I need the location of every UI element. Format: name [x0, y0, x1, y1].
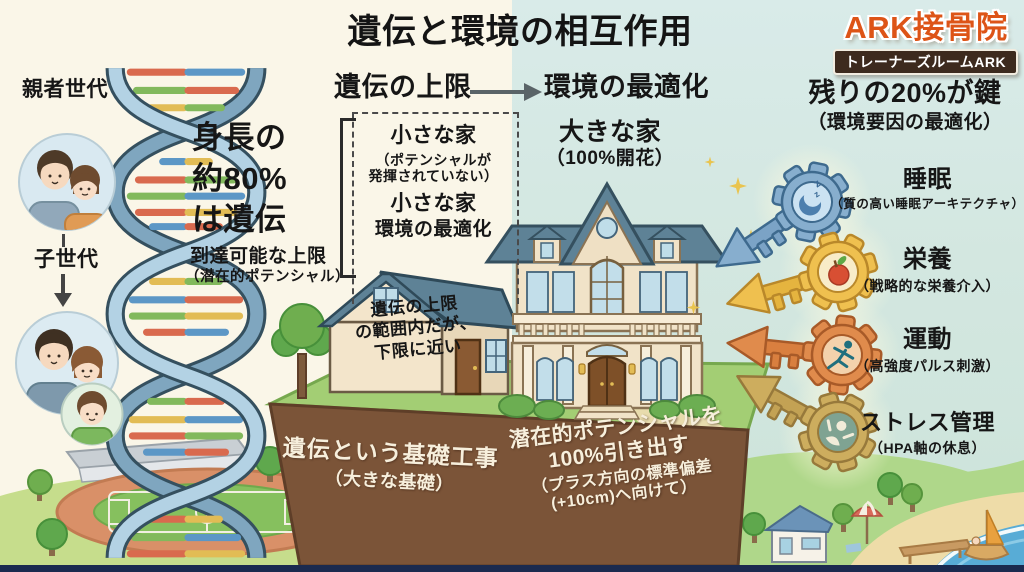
exercise-label: 運動 — [903, 326, 952, 353]
small-house-label-2: 小さな家 — [390, 191, 477, 215]
heredity-line-1: 身長の — [192, 120, 287, 155]
beach-trees-icon — [742, 472, 923, 543]
flow-right-label: 環境の最適化 — [544, 72, 709, 102]
sparkle-icon — [686, 300, 701, 315]
stress-label: ストレス管理 — [859, 410, 995, 435]
parents-photo-icon — [18, 133, 116, 231]
runner-figure — [827, 340, 855, 370]
generation-connector — [62, 234, 65, 247]
big-house-sub: （100%開花） — [545, 148, 675, 169]
small-house-note-2: 発揮されていない） — [368, 168, 499, 185]
environment-optimize-label: 環境の最適化 — [374, 218, 492, 240]
beach-icon — [740, 460, 1024, 568]
dna-helix-icon — [105, 67, 267, 559]
heredity-line-2: 約80% — [192, 160, 288, 196]
balcony-balusters — [518, 323, 696, 338]
range-bracket — [340, 118, 356, 278]
parent-generation-label: 親者世代 — [22, 78, 108, 101]
heredity-headline: 身長の 約80% は遺伝 — [192, 118, 287, 241]
bottom-bar — [0, 565, 1024, 572]
reachable-limit-label: 到達可能な上限 — [190, 246, 327, 267]
dashed-box-text: 小さな家 （ポテンシャルが 発揮されていない） 小さな家 環境の最適化 — [352, 124, 515, 241]
small-house-note-1: （ポテンシャルが — [375, 151, 492, 168]
down-arrow-icon — [54, 274, 72, 307]
sleep-sub: （質の高い睡眠アーキテクチャ） — [830, 197, 1024, 211]
runner-gear-key-icon — [726, 314, 883, 396]
apple-gear-key-icon — [726, 231, 879, 314]
big-house-label: 大きな家 — [558, 118, 661, 146]
genetic-limit-dashed-box — [352, 112, 519, 304]
dna-rungs — [126, 68, 246, 558]
beach-house-icon — [762, 504, 834, 563]
mansion-icon — [484, 180, 730, 420]
sparkle-icon — [729, 177, 747, 195]
tree-icon — [271, 303, 334, 399]
first-floor-windows — [536, 357, 678, 401]
bushes-icon — [498, 394, 716, 420]
boy-photo-icon — [60, 382, 124, 446]
environment-sub: （環境要因の最適化） — [807, 112, 1003, 133]
nutrition-label: 栄養 — [903, 246, 952, 273]
child-generation-label: 子世代 — [34, 248, 99, 271]
brand-subtitle-badge: トレーナーズルームARK — [833, 49, 1018, 75]
moon-gear-key-icon: z z — [715, 161, 853, 268]
svg-text:z: z — [812, 188, 822, 199]
svg-text:z: z — [812, 177, 824, 190]
heredity-line-3: は遺伝 — [192, 201, 287, 237]
boat-icon — [963, 509, 1010, 561]
sparkle-icon — [704, 156, 716, 168]
beach-umbrella-icon — [845, 500, 884, 553]
brand-logo: ARK接骨院 — [844, 10, 1008, 45]
page-title: 遺伝と環境の相互作用 — [347, 13, 693, 51]
exercise-sub: （高強度パルス刺激） — [855, 358, 1000, 374]
second-floor-windows — [526, 271, 688, 313]
reachable-limit-sub: （潜在的ポテンシャル） — [185, 269, 350, 285]
flow-left-label: 遺伝の上限 — [334, 72, 472, 102]
flow-arrow-icon — [470, 83, 542, 101]
dormer-right — [647, 224, 687, 263]
stress-sub: （HPA軸の休息） — [868, 440, 987, 456]
small-house-label-1: 小さな家 — [390, 124, 477, 147]
environment-title: 残りの20%が鍵 — [808, 78, 1002, 108]
nutrition-sub: （戦略的な栄養介入） — [855, 278, 1000, 294]
sleep-label: 睡眠 — [903, 166, 952, 193]
dormer-left — [527, 224, 567, 263]
relax-gear-key-icon — [736, 374, 879, 473]
relax-figure — [825, 419, 855, 446]
